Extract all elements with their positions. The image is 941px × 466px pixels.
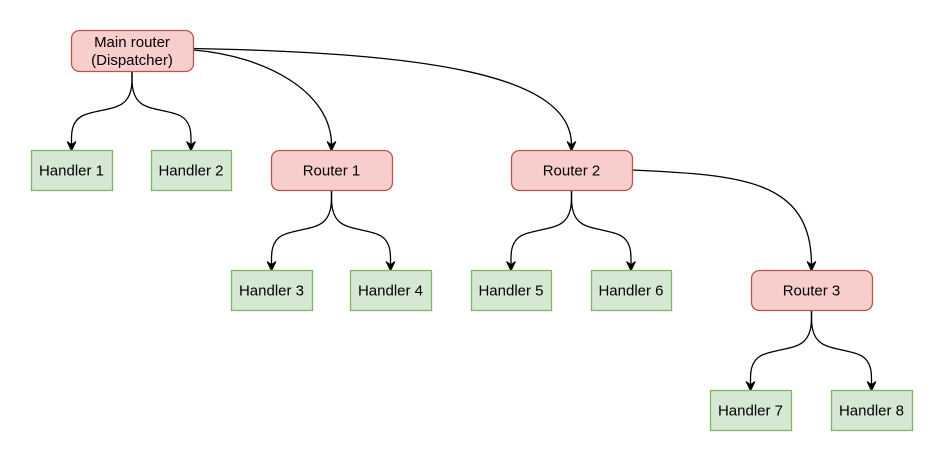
node-box-handler-4 — [349, 269, 433, 312]
node-label-router-3: Router 3 — [783, 283, 841, 300]
arrowhead-r2-to-r3-icon — [806, 261, 817, 272]
node-box-handler-8 — [830, 389, 914, 432]
edge-main-to-h2 — [131, 71, 192, 145]
node-label-handler-3: Handler 3 — [239, 283, 304, 300]
node-label-router-2: Router 2 — [543, 163, 601, 180]
node-box-handler-1 — [30, 149, 114, 192]
node-label-handler-7: Handler 7 — [718, 403, 783, 420]
node-label-handler-6: Handler 6 — [598, 283, 663, 300]
nodes-layer: Main router(Dispatcher) Handler 1 Handler … — [30, 29, 914, 432]
node-box-handler-6 — [590, 269, 673, 312]
arrowhead-main-to-r1-icon — [326, 141, 337, 152]
arrowhead-r3-to-h7-icon — [745, 381, 756, 392]
node-box-handler-7 — [709, 389, 793, 432]
edge-r1-to-h3 — [270, 190, 333, 265]
edge-r2-to-h5 — [510, 190, 573, 265]
node-box-router-2 — [510, 149, 634, 192]
arrowhead-r2-to-h5-icon — [506, 261, 516, 272]
node-main-router-dispatcher: Main router(Dispatcher) — [70, 29, 195, 73]
edge-main-to-r2 — [193, 47, 573, 146]
arrowhead-main-to-h1-icon — [66, 141, 77, 152]
node-label-handler-1: Handler 1 — [39, 163, 104, 180]
arrowhead-r1-to-h3-icon — [266, 261, 277, 272]
edge-r3-to-h7 — [749, 310, 813, 385]
node-handler-7: Handler 7 — [709, 389, 793, 432]
arrowhead-main-to-r2-icon — [566, 141, 577, 152]
node-handler-5: Handler 5 — [470, 269, 553, 312]
arrowhead-r3-to-h8-icon — [866, 381, 877, 392]
node-label-handler-4: Handler 4 — [358, 283, 423, 300]
edges-layer — [66, 47, 877, 392]
node-label-handler-2: Handler 2 — [158, 163, 223, 180]
edge-main-to-h1 — [70, 71, 133, 145]
node-box-handler-5 — [470, 269, 553, 312]
node-handler-3: Handler 3 — [230, 269, 314, 312]
node-box-router-3 — [750, 269, 874, 312]
node-label-handler-8: Handler 8 — [839, 403, 904, 420]
edge-r2-to-h6 — [570, 190, 632, 265]
node-handler-4: Handler 4 — [349, 269, 433, 312]
edge-r2-to-r3 — [632, 169, 813, 266]
node-box-handler-3 — [230, 269, 314, 312]
edge-main-to-r1 — [193, 49, 333, 146]
node-box-handler-2 — [150, 149, 233, 192]
arrowhead-r2-to-h6-icon — [626, 261, 636, 272]
arrowhead-r1-to-h4-icon — [385, 261, 396, 272]
node-handler-6: Handler 6 — [590, 269, 673, 312]
node-handler-8: Handler 8 — [830, 389, 914, 432]
node-box-main-router-dispatcher — [70, 29, 195, 73]
node-label-main-router-dispatcher: Main router(Dispatcher) — [91, 34, 173, 69]
edge-r1-to-h4 — [330, 190, 392, 265]
node-label-router-1: Router 1 — [303, 163, 361, 180]
node-box-router-1 — [270, 149, 394, 192]
arrowhead-main-to-h2-icon — [186, 141, 196, 152]
node-handler-2: Handler 2 — [150, 149, 233, 192]
node-router-2: Router 2 — [510, 149, 634, 192]
node-handler-1: Handler 1 — [30, 149, 114, 192]
node-label-handler-5: Handler 5 — [478, 283, 543, 300]
node-router-3: Router 3 — [750, 269, 874, 312]
edge-r3-to-h8 — [810, 310, 873, 385]
node-router-1: Router 1 — [270, 149, 394, 192]
